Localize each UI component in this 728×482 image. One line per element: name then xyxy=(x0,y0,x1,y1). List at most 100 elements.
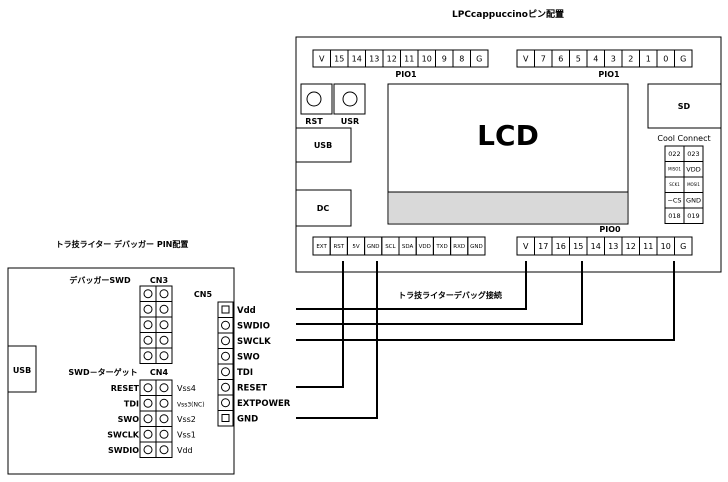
cn4-right-label: Vss4 xyxy=(177,384,196,393)
pio1-right-pin-label: 2 xyxy=(628,54,633,63)
cn4-cell xyxy=(155,426,173,443)
cn4-pin xyxy=(159,445,169,455)
pio1-right-pin-label: G xyxy=(680,54,686,63)
cn5-square-pin xyxy=(221,305,230,314)
pio1-right-pin-label: 6 xyxy=(558,54,563,63)
cn5-cell xyxy=(217,332,234,349)
cn4-left-label: TDI xyxy=(124,400,139,409)
pio1-right-pin-label: 7 xyxy=(541,54,546,63)
cn3-cell xyxy=(139,347,157,364)
cn5-cell xyxy=(217,379,234,396)
cn5-cell xyxy=(217,394,234,411)
cn5-square-pin xyxy=(221,414,230,422)
cn5-cell xyxy=(217,410,234,427)
cn3-pin xyxy=(143,304,153,314)
pio1-left-pin-label: 8 xyxy=(459,54,464,63)
wiring-label: トラ技ライターデバッグ接続 xyxy=(398,290,502,300)
cn4-cell xyxy=(155,395,173,412)
pio1-right-pin-label: 5 xyxy=(576,54,581,63)
cool-connect-pin xyxy=(683,207,704,224)
bottom-left-pin-9 xyxy=(467,236,486,256)
cn4-cell xyxy=(139,426,157,443)
pio1-left-pin-label: G xyxy=(476,54,482,63)
bottom-left-pin-label: VDD xyxy=(419,244,431,250)
pio1-right-pin-label: 3 xyxy=(611,54,616,63)
pio0-pin-9 xyxy=(674,236,693,256)
bottom-left-pin-label: RST xyxy=(333,244,344,250)
cn3-label: CN3 xyxy=(150,276,168,285)
cn3-pin xyxy=(159,320,169,330)
cn4-pin xyxy=(143,414,153,424)
cn5-pin-label: Vdd xyxy=(237,306,256,316)
pio1-left-pin-label: 12 xyxy=(387,54,397,63)
cn4-cell xyxy=(155,410,173,427)
cn3-pin xyxy=(159,351,169,361)
pio1-left-pin-label: 10 xyxy=(422,54,432,63)
cn5-label: CN5 xyxy=(194,290,213,299)
cool-connect-pin-label: GND xyxy=(686,197,701,205)
wire-swdio xyxy=(296,261,583,325)
cn4-pin xyxy=(159,398,169,408)
bottom-left-pin-label: TXD xyxy=(435,244,447,250)
cn4-left-label: SWO xyxy=(118,415,140,424)
cn4-cell xyxy=(155,379,173,396)
wire-vdd xyxy=(296,261,527,310)
cn3-cell xyxy=(155,301,173,318)
usr-button[interactable] xyxy=(342,91,358,107)
debugger-usb-label: USB xyxy=(13,366,31,375)
cn5-pin xyxy=(221,351,230,361)
cn3-cell xyxy=(139,285,157,302)
cn3-pin xyxy=(143,289,153,299)
cn4-left-label: SWDIO xyxy=(108,446,139,455)
board-usb-connector xyxy=(295,127,352,163)
pio1-right-pin-label: V xyxy=(523,54,529,63)
pio0-pin-label: 10 xyxy=(661,242,671,251)
cn3-pin xyxy=(159,335,169,345)
rst-button[interactable] xyxy=(306,91,322,107)
cn4-left-label: RESET xyxy=(111,384,140,393)
dc-jack xyxy=(295,189,352,227)
pio0-pin-label: V xyxy=(523,242,529,251)
pio1-left-pin-label: 15 xyxy=(334,54,344,63)
cn5-cell xyxy=(217,317,234,334)
cool-connect-pin-label: 022 xyxy=(668,150,680,158)
cn3-cell xyxy=(155,332,173,349)
pio1-left-label: PIO1 xyxy=(395,70,417,79)
lcd-label: LCD xyxy=(477,119,539,152)
wire-gnd xyxy=(296,261,378,419)
pio1-right-pin-label: 1 xyxy=(646,54,651,63)
pio0-pin-label: 15 xyxy=(573,242,583,251)
cn4-header: RESETTDISWOSWCLKSWDIOVss4Vss3(NC)Vss2Vss… xyxy=(107,379,205,458)
rst-label: RST xyxy=(305,117,323,126)
diagram-title: LPCcappuccinoピン配置 xyxy=(452,8,564,20)
pio1-left-pin-9 xyxy=(470,49,489,68)
debugger-usb-connector xyxy=(7,345,37,393)
cool-connect-pin-label: VDD xyxy=(686,166,700,174)
usr-button-box xyxy=(333,83,366,115)
cn4-cell xyxy=(139,379,157,396)
pio0-pin-label: 13 xyxy=(608,242,618,251)
cn4-left-label: SWCLK xyxy=(107,431,140,440)
pio1-right-label: PIO1 xyxy=(598,70,620,79)
cool-connect-pin-label: 018 xyxy=(668,212,680,220)
cool-connect-pin-label: SCK1 xyxy=(669,182,680,187)
cn4-pin xyxy=(159,414,169,424)
cn4-pin xyxy=(143,445,153,455)
cn4-pin xyxy=(159,383,169,393)
pio1-left-pin-label: 14 xyxy=(352,54,362,63)
cn3-cell xyxy=(155,347,173,364)
cn3-pin xyxy=(143,320,153,330)
lcd-lower-strip xyxy=(389,192,627,223)
cn3-cell xyxy=(155,285,173,302)
wire-reset xyxy=(296,261,344,388)
wiring xyxy=(296,261,675,419)
usr-label: USR xyxy=(341,117,359,126)
cn3-pin xyxy=(143,351,153,361)
pio1-left-pin-label: V xyxy=(319,54,325,63)
sd-label: SD xyxy=(678,102,691,111)
cn5-pin-label: SWDIO xyxy=(237,322,270,332)
